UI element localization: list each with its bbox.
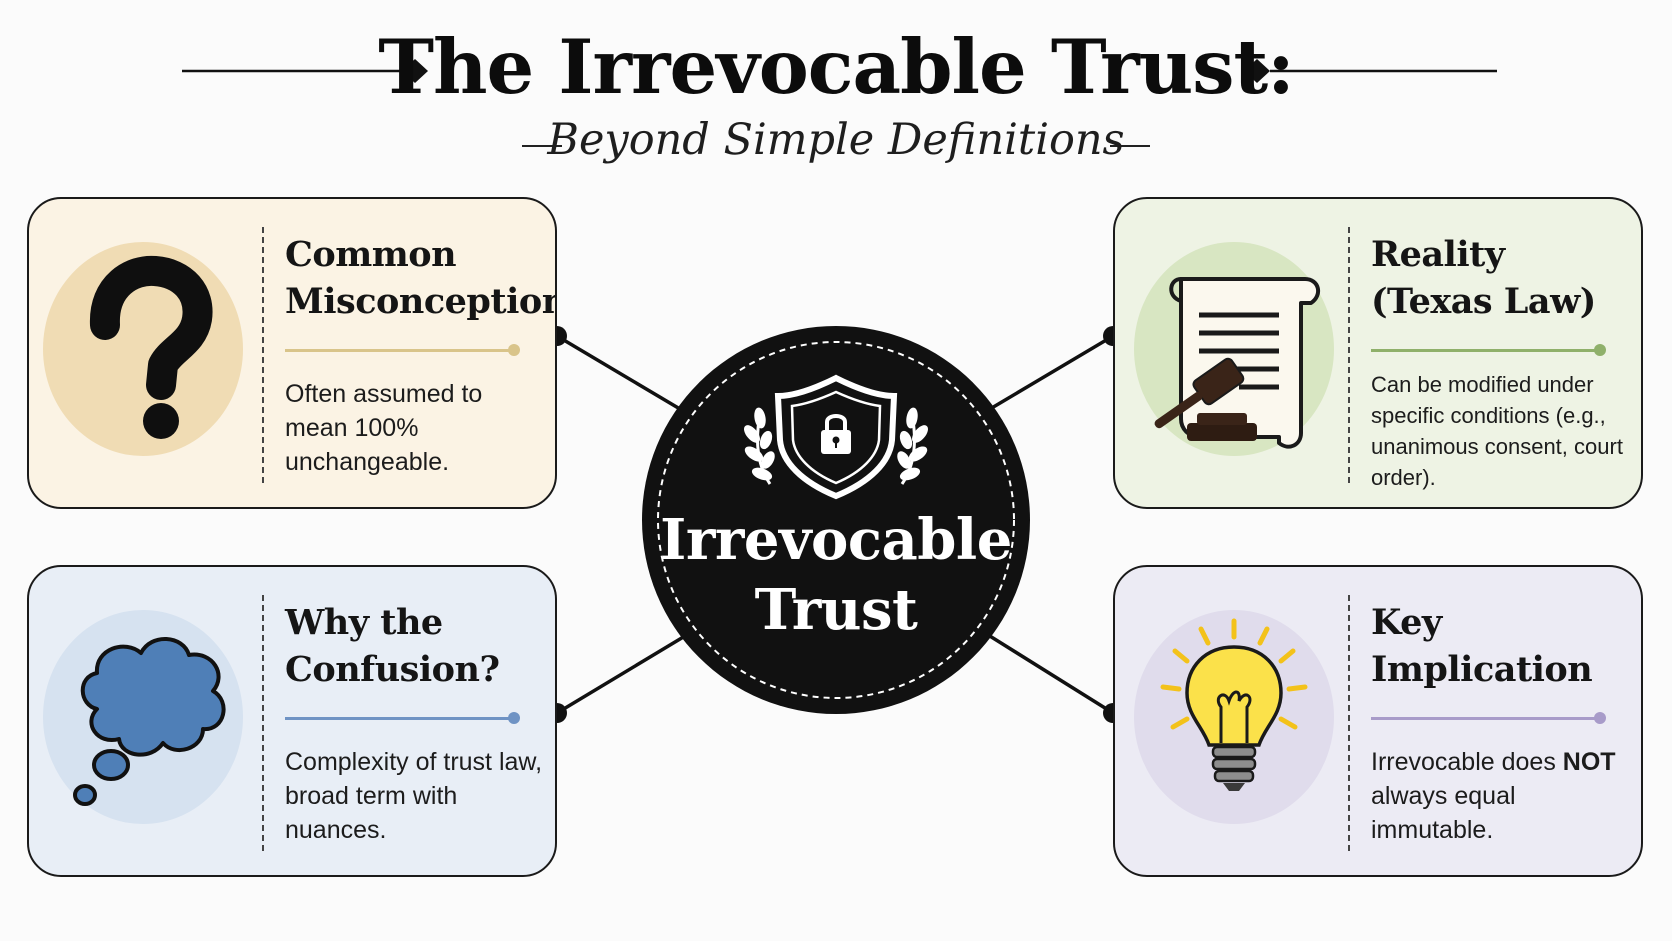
title-diamond-right — [1244, 59, 1270, 83]
card-reality-texas-law: Reality (Texas Law) Can be modified unde… — [1113, 197, 1643, 509]
hub-label-line2: Trust — [754, 577, 918, 643]
card-body: Complexity of trust law, broad term with… — [285, 748, 543, 844]
card-body-emphasis: NOT — [1562, 748, 1616, 776]
card-heading: Key Implication — [1371, 599, 1631, 693]
card-heading-line2: (Texas Law) — [1371, 281, 1596, 322]
card-heading: Common Misconception — [285, 231, 557, 325]
card-heading-line1: Key — [1371, 602, 1442, 643]
card-rule — [1371, 344, 1606, 356]
card-heading: Reality (Texas Law) — [1371, 231, 1631, 325]
laurel-right-icon — [897, 407, 928, 485]
card-common-misconception: Common Misconception Often assumed to me… — [27, 197, 557, 509]
hub-label: Irrevocable Trust — [642, 505, 1030, 645]
connector-confusion — [547, 631, 691, 723]
hub-label-line1: Irrevocable — [660, 507, 1012, 573]
laurel-left-icon — [744, 407, 775, 485]
card-rule — [285, 712, 520, 724]
question-mark-icon — [43, 237, 253, 459]
light-bulb-icon — [1129, 605, 1339, 827]
card-heading-line1: Reality — [1371, 234, 1505, 275]
card-heading-line1: Why the — [285, 602, 443, 643]
card-divider — [262, 227, 264, 483]
card-why-the-confusion: Why the Confusion? Complexity of trust l… — [27, 565, 557, 877]
card-divider — [1348, 227, 1350, 483]
card-body-text: Irrevocable does — [1371, 748, 1563, 776]
thought-bubble-icon — [43, 605, 253, 827]
card-heading-line2: Confusion? — [285, 649, 500, 690]
card-divider — [262, 595, 264, 851]
page-subtitle: Beyond Simple Definitions — [547, 115, 1125, 165]
connector-misconception — [547, 326, 681, 411]
hub-circle — [642, 326, 1030, 714]
card-body: Often assumed to mean 100% unchangeable. — [285, 380, 483, 476]
page-title: The Irrevocable Trust: — [378, 23, 1295, 111]
card-body: Can be modified under specific condition… — [1371, 372, 1623, 490]
card-key-implication: Key Implication Irrevocable does NOT alw… — [1113, 565, 1643, 877]
card-body: Irrevocable does NOT always equal immuta… — [1371, 745, 1629, 847]
card-heading-line2: Misconception — [285, 281, 557, 322]
card-heading-line1: Common — [285, 234, 457, 275]
card-divider — [1348, 595, 1350, 851]
scroll-gavel-icon — [1129, 237, 1339, 459]
card-rule — [1371, 712, 1606, 724]
card-heading: Why the Confusion? — [285, 599, 545, 693]
connector-reality — [989, 326, 1123, 411]
title-diamond-left — [402, 59, 428, 83]
shield-lock-icon — [774, 374, 898, 500]
card-heading-line2: Implication — [1371, 649, 1593, 690]
card-rule — [285, 344, 520, 356]
card-body-text: always equal immutable. — [1371, 782, 1516, 844]
connector-implication — [984, 631, 1123, 723]
